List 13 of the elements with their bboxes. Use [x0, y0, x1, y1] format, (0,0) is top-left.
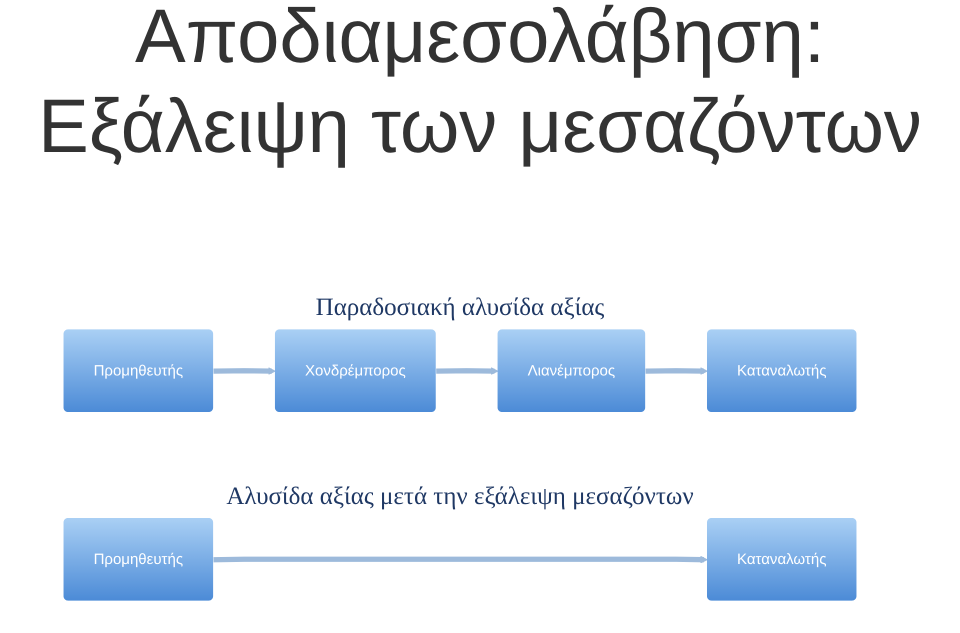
process-box: Λιανέμπορος [498, 329, 646, 412]
process-box: Προμηθευτής [64, 518, 214, 601]
process-box: Καταναλωτής [707, 329, 856, 412]
title: Αποδιαμεσολάβηση: Εξάλειψη των μεσαζόντων [37, 0, 923, 171]
arrow [214, 556, 708, 564]
arrow [436, 367, 498, 375]
process-box: Καταναλωτής [707, 518, 856, 601]
arrow [646, 367, 708, 375]
process-box: Προμηθευτής [64, 329, 214, 412]
section-heading: Παραδοσιακή αλυσίδα αξίας [316, 293, 604, 324]
process-box: Χονδρέμπορος [274, 329, 436, 412]
arrow [214, 367, 276, 375]
section-heading: Αλυσίδα αξίας μετά την εξάλειψη μεσαζόντων [226, 482, 694, 512]
